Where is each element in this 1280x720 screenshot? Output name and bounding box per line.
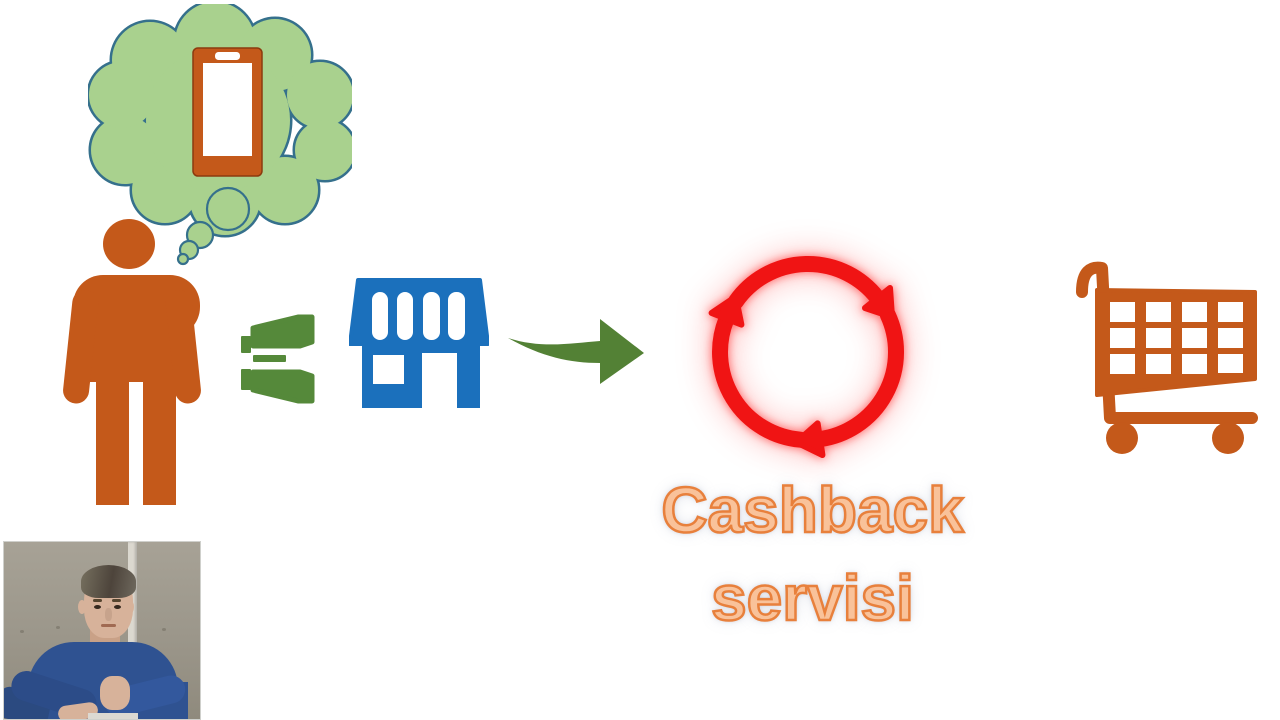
cart-basket <box>1095 288 1257 397</box>
caption-line1: Cashback <box>660 474 965 546</box>
presenter-hair <box>81 565 136 598</box>
store-awning <box>349 278 489 346</box>
person-icon <box>63 219 201 505</box>
shopping-cart-icon <box>1076 261 1258 454</box>
cart-wheel-left <box>1106 422 1138 454</box>
presenter-eye <box>114 605 121 609</box>
caption-line2: servisi <box>710 562 915 634</box>
presenter-eyebrow <box>112 599 121 602</box>
store-awning-stripes <box>372 292 465 340</box>
presenter-ear <box>78 600 86 614</box>
webcam-overlay <box>3 541 201 720</box>
cart-basket-grid <box>1110 302 1243 374</box>
store-icon <box>349 278 489 408</box>
store-door <box>422 353 457 408</box>
smartphone-icon <box>192 47 263 177</box>
thought-trail-bubbles <box>176 186 251 266</box>
binoculars-icon <box>241 314 315 404</box>
desk-paper <box>88 713 138 719</box>
cashback-cycle-icon <box>708 256 905 459</box>
caption: Cashback servisi <box>620 474 1005 634</box>
wall-screw <box>56 626 60 629</box>
cart-wheel-right <box>1212 422 1244 454</box>
presenter-eyebrow <box>93 599 102 602</box>
wall-screw <box>20 630 24 633</box>
presenter-hand-gesture <box>107 689 118 700</box>
thought-bubble-icon <box>88 4 352 266</box>
presenter-mouth <box>101 624 116 627</box>
presenter-eye <box>94 605 101 609</box>
cart-handle <box>1076 261 1258 424</box>
wall-screw <box>162 628 166 631</box>
arrow-right-icon <box>508 319 644 384</box>
presenter-nose <box>105 608 112 621</box>
store-window <box>373 355 404 384</box>
